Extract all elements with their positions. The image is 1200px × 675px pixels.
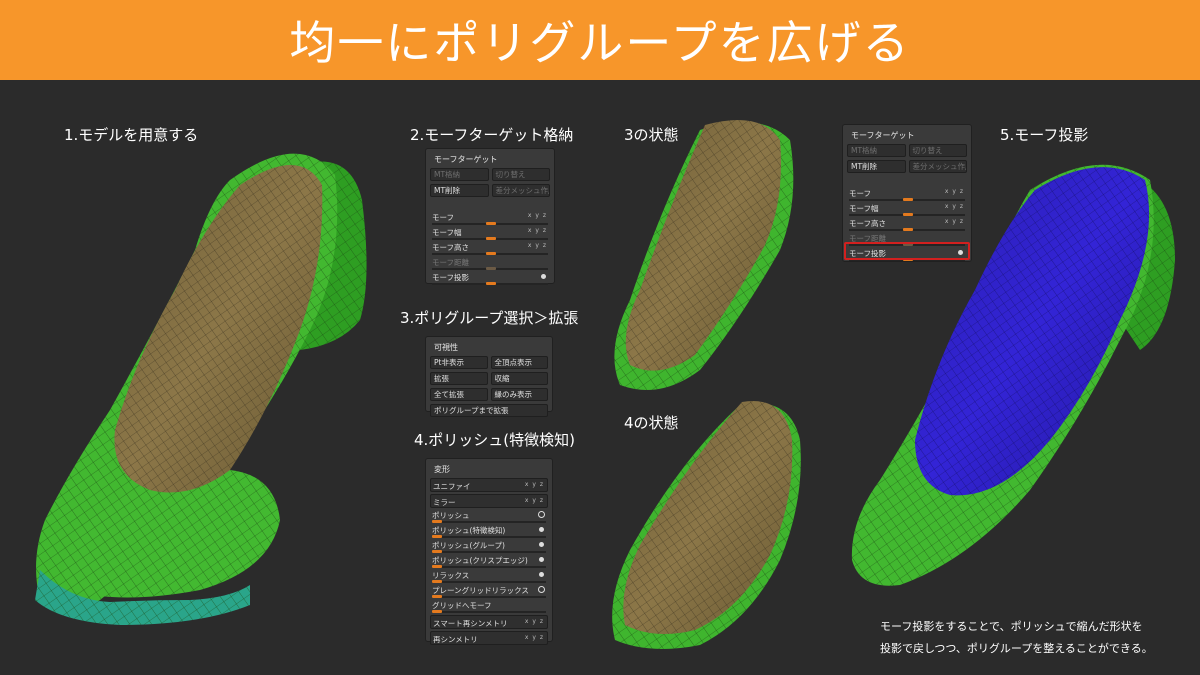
outer-ring-button[interactable]: 縁のみ表示 [490, 388, 548, 401]
toggle-ring-icon [538, 511, 545, 518]
note-line-1: モーフ投影をすることで、ポリッシュで縮んだ形状を [880, 620, 1143, 633]
visibility-panel: 可視性 Pt非表示 全頂点表示 拡張 収縮 全て拡張 縁のみ表示 ポリグループま… [425, 336, 553, 417]
mt-delete-button[interactable]: MT削除 [847, 160, 906, 173]
step-3-caption: 3.ポリグループ選択＞拡張 [400, 309, 579, 327]
morph-target-panel-step5: モーフターゲット MT格納 切り替え MT削除 差分メッシュ作成 モーフ x y… [842, 124, 972, 262]
morph-height-slider[interactable]: モーフ高さ x y z [847, 218, 967, 233]
panel-title: 可視性 [434, 343, 458, 352]
grow-button[interactable]: 拡張 [430, 372, 488, 385]
panel-title: 変形 [434, 465, 450, 474]
toggle-dot-icon [539, 572, 544, 577]
polish-slider[interactable]: ポリッシュ [430, 510, 548, 525]
morph-slider[interactable]: モーフ x y z [430, 212, 550, 227]
step-2-caption: 2.モーフターゲット格納 [410, 126, 574, 144]
switch-button[interactable]: 切り替え [491, 168, 550, 181]
step-3-state-caption: 3の状態 [624, 126, 679, 144]
shoe-model-4-state [612, 401, 801, 649]
morph-to-grid-slider[interactable]: グリッドへモーフ [430, 600, 548, 615]
shrink-button[interactable]: 収縮 [490, 372, 548, 385]
resym-button[interactable]: 再シンメトリ x y z [430, 631, 548, 645]
shoe-model-5 [851, 164, 1175, 586]
step-5-caption: 5.モーフ投影 [1000, 126, 1089, 144]
morph-projection-highlight [844, 242, 970, 260]
model-illustrations [35, 120, 1175, 649]
toggle-dot-icon [539, 527, 544, 532]
deformation-panel: 変形 ユニファイ x y z ミラー x y z ポリッシュ ポリッシュ(特徴検… [425, 458, 553, 645]
polish-groups-slider[interactable]: ポリッシュ(グループ) [430, 540, 548, 555]
diff-mesh-button[interactable]: 差分メッシュ作成 [908, 160, 967, 173]
relax-plane-grid-slider[interactable]: プレーングリッドリラックス [430, 585, 548, 600]
shoe-model-3-state [614, 120, 794, 390]
polish-crisp-edges-slider[interactable]: ポリッシュ(クリスプエッジ) [430, 555, 548, 570]
mirror-button[interactable]: ミラー x y z [430, 494, 548, 508]
switch-button[interactable]: 切り替え [908, 144, 967, 157]
morph-distance-slider[interactable]: モーフ距離 [847, 233, 967, 248]
title-banner: 均一にポリグループを広げる [0, 0, 1200, 80]
toggle-dot-icon [541, 274, 546, 279]
unify-button[interactable]: ユニファイ x y z [430, 478, 548, 492]
shoe-model-1 [35, 153, 367, 625]
morph-distance-slider[interactable]: モーフ距離 [430, 257, 550, 272]
morph-slider[interactable]: モーフ x y z [847, 188, 967, 203]
morph-width-slider[interactable]: モーフ幅 x y z [430, 227, 550, 242]
toggle-ring-icon [538, 586, 545, 593]
diff-mesh-button[interactable]: 差分メッシュ作成 [491, 184, 550, 197]
step-1-caption: 1.モデルを用意する [64, 126, 199, 144]
morph-target-panel: モーフターゲット MT格納 切り替え MT削除 差分メッシュ作成 モーフ x y… [425, 148, 555, 287]
step-4-caption: 4.ポリッシュ(特徴検知) [414, 431, 576, 449]
grow-to-polygroup-button[interactable]: ポリグループまで拡張 [430, 404, 548, 417]
toggle-dot-icon [539, 557, 544, 562]
mt-store-button[interactable]: MT格納 [847, 144, 906, 157]
panel-title: モーフターゲット [851, 131, 915, 140]
note-line-2: 投影で戻しつつ、ポリグループを整えることができる。 [880, 642, 1153, 655]
toggle-dot-icon [958, 250, 963, 255]
smart-resym-button[interactable]: スマート再シンメトリ x y z [430, 615, 548, 629]
hide-pt-button[interactable]: Pt非表示 [430, 356, 488, 369]
morph-projection-slider[interactable]: モーフ投影 [430, 272, 550, 287]
morph-width-slider[interactable]: モーフ幅 x y z [847, 203, 967, 218]
morph-height-slider[interactable]: モーフ高さ x y z [430, 242, 550, 257]
panel-title: モーフターゲット [434, 155, 498, 164]
page-title: 均一にポリグループを広げる [289, 16, 911, 70]
mt-delete-button[interactable]: MT削除 [430, 184, 489, 197]
grow-all-button[interactable]: 全て拡張 [430, 388, 488, 401]
polish-features-slider[interactable]: ポリッシュ(特徴検知) [430, 525, 548, 540]
step-4-state-caption: 4の状態 [624, 414, 679, 432]
mt-store-button[interactable]: MT格納 [430, 168, 489, 181]
show-all-points-button[interactable]: 全頂点表示 [490, 356, 548, 369]
relax-slider[interactable]: リラックス [430, 570, 548, 585]
toggle-dot-icon [539, 542, 544, 547]
